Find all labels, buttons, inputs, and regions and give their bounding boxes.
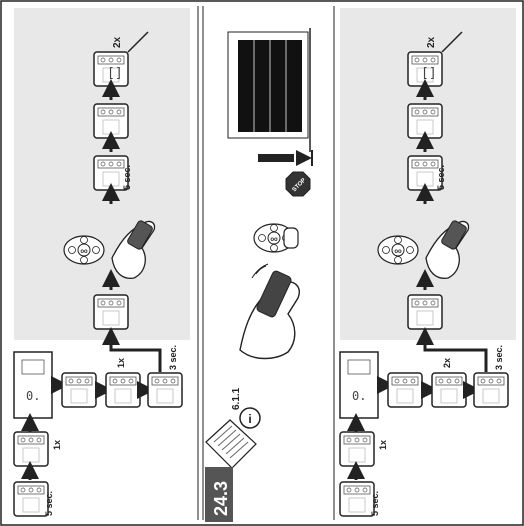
display-unit-icon bbox=[388, 373, 422, 407]
remote-highlight-button bbox=[284, 228, 298, 248]
right-bottom-times: 2x bbox=[442, 358, 452, 368]
display-unit-icon bbox=[408, 295, 442, 329]
left-side-times: 1x bbox=[52, 440, 62, 450]
left-top-times: 2x bbox=[112, 36, 123, 48]
display-unit-icon bbox=[432, 373, 466, 407]
display-unit-icon bbox=[474, 373, 508, 407]
display-unit-icon bbox=[340, 432, 374, 466]
reference-number: 6.1.1 bbox=[231, 387, 242, 410]
section-number: 24.3 bbox=[211, 481, 231, 516]
svg-text:0.: 0. bbox=[26, 389, 40, 403]
info-symbol: i bbox=[248, 412, 251, 426]
svg-text:[]: [] bbox=[421, 66, 437, 81]
display-unit-icon bbox=[94, 104, 128, 138]
right-bottom-hold: 3 sec. bbox=[494, 345, 504, 370]
left-side-hold: 5 sec. bbox=[44, 491, 54, 516]
display-unit-icon bbox=[340, 482, 374, 516]
right-side-times: 1x bbox=[378, 440, 388, 450]
display-unit-icon bbox=[148, 373, 182, 407]
display-unit-icon bbox=[94, 295, 128, 329]
right-top-times: 2x bbox=[426, 36, 437, 48]
svg-text:[]: [] bbox=[107, 66, 123, 81]
svg-text:oo: oo bbox=[394, 249, 402, 255]
left-bottom-hold: 3 sec. bbox=[168, 345, 178, 370]
display-unit-icon bbox=[14, 482, 48, 516]
svg-text:oo: oo bbox=[270, 237, 278, 243]
display-unit-icon bbox=[14, 432, 48, 466]
right-side-hold: 5 sec. bbox=[370, 491, 380, 516]
right-hold-time: 5 sec. bbox=[436, 165, 446, 190]
display-unit-icon bbox=[408, 104, 442, 138]
svg-text:oo: oo bbox=[80, 249, 88, 255]
stop-bar bbox=[258, 154, 294, 162]
left-bottom-times: 1x bbox=[116, 358, 126, 368]
svg-text:0.: 0. bbox=[352, 389, 366, 403]
left-hold-time: 5 sec. bbox=[122, 165, 132, 190]
display-unit-icon bbox=[62, 373, 96, 407]
display-unit-icon bbox=[106, 373, 140, 407]
